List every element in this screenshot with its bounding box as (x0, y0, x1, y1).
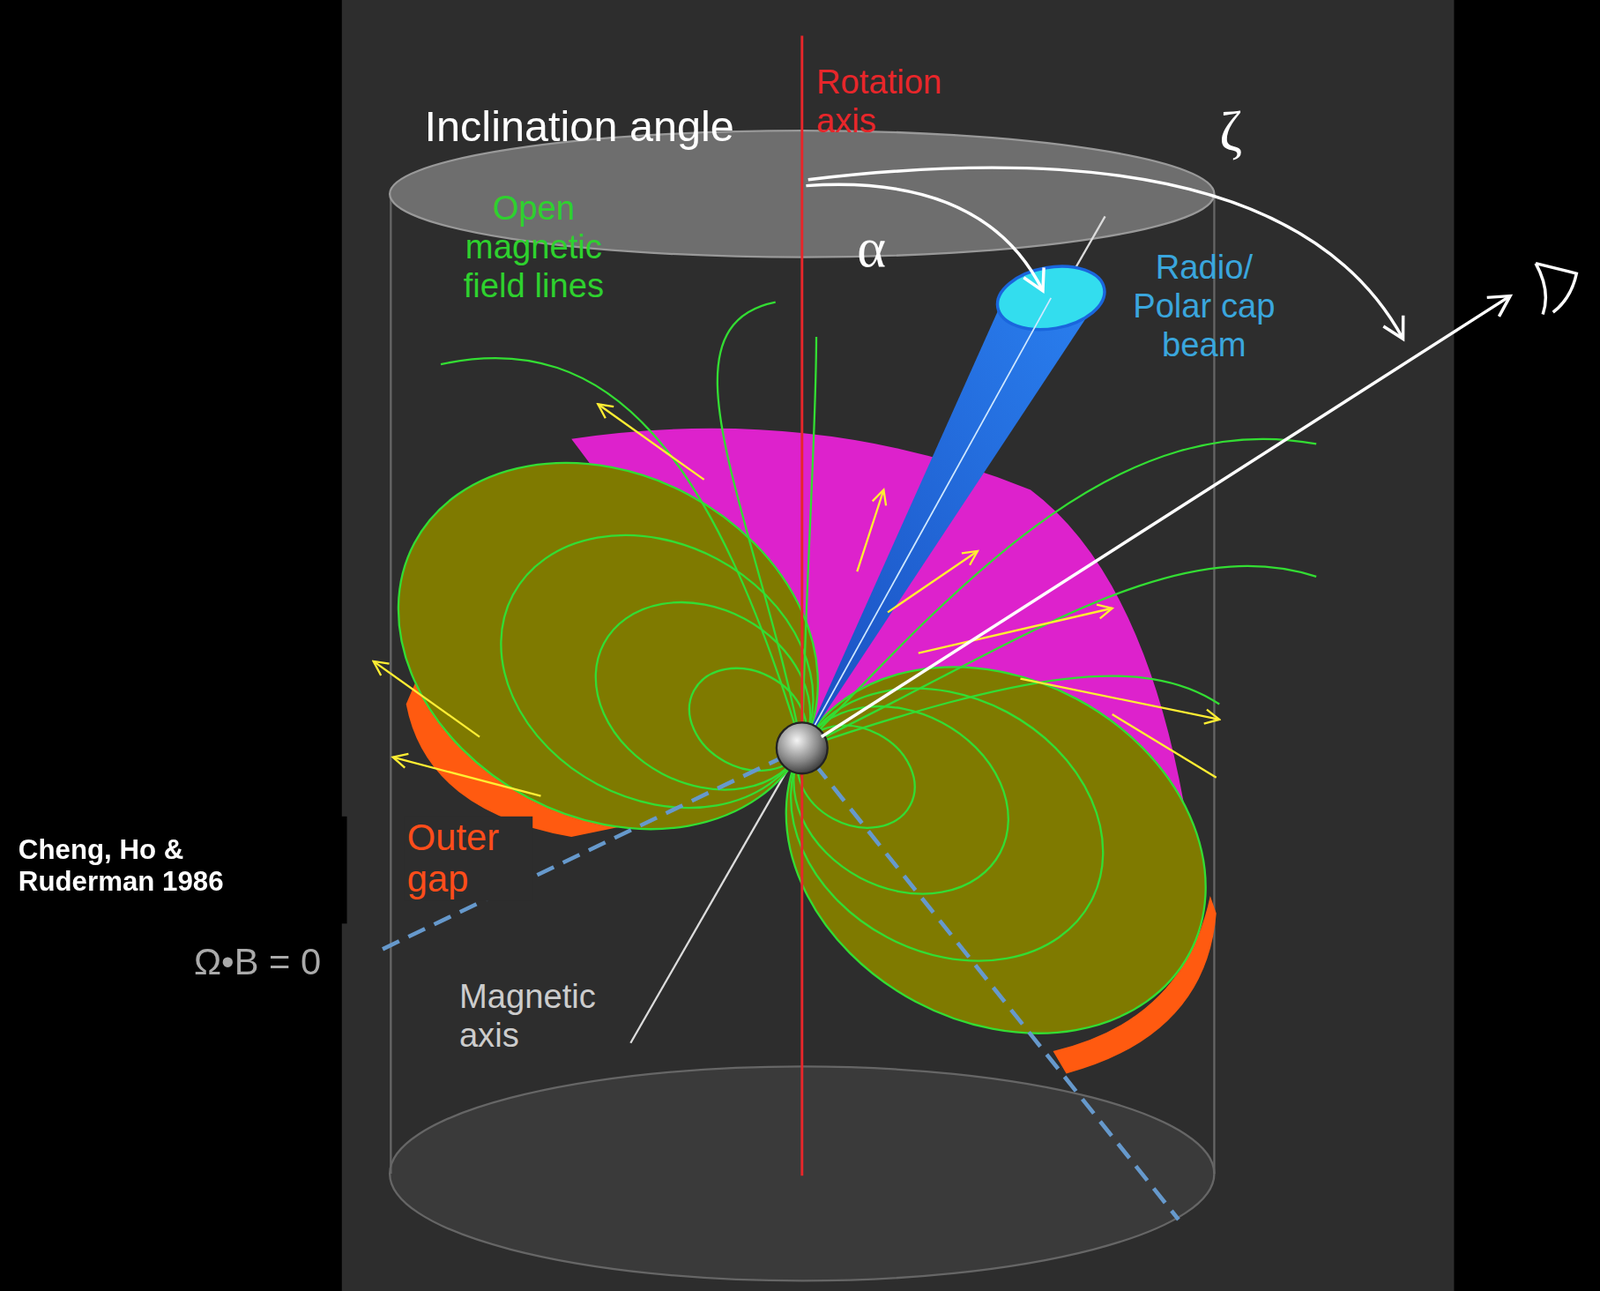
rotation-axis-line (800, 36, 804, 1176)
particle-arrow (373, 661, 480, 737)
null-surface-label: Ω•B = 0 (193, 940, 321, 983)
null-surface-line (382, 747, 1179, 1220)
beam-axis (802, 297, 1051, 748)
neutron-star (776, 721, 828, 774)
open-field-line (802, 336, 817, 748)
particle-arrow (597, 403, 704, 480)
zeta-arrow (808, 167, 1404, 339)
observer-eye (1535, 263, 1577, 315)
particle-arrow (1020, 678, 1221, 720)
alpha-arrow (805, 184, 1043, 291)
angle-symbol: ζ (1219, 99, 1243, 164)
open-field-line (802, 676, 1220, 749)
radio-beam (802, 290, 1105, 748)
open-field-line (717, 302, 803, 749)
polar-cap (992, 258, 1110, 338)
axis-label: Magnetic axis (459, 977, 633, 1056)
angle-symbol: α (856, 215, 886, 280)
cylinder-title: Inclination angle (424, 102, 735, 152)
beam-label: Radio/ Polar cap beam (1112, 247, 1296, 365)
cylinder-side (389, 193, 392, 1174)
note-box (0, 816, 348, 924)
particle-arrow (918, 608, 1113, 654)
field-label: Open magnetic field lines (431, 188, 637, 306)
particle-arrow (856, 490, 884, 573)
particle-arrows (373, 403, 1221, 796)
particle-arrow (887, 550, 978, 612)
citation-note: Cheng, Ho & Ruderman 1986 (18, 834, 264, 899)
particle-arrow (393, 757, 542, 797)
axis-label: Rotation axis (816, 63, 980, 142)
particle-arrow (1112, 714, 1217, 778)
gap-label: Outer gap (403, 816, 533, 901)
open-field-lines (440, 302, 1317, 749)
open-field-line (440, 357, 803, 748)
